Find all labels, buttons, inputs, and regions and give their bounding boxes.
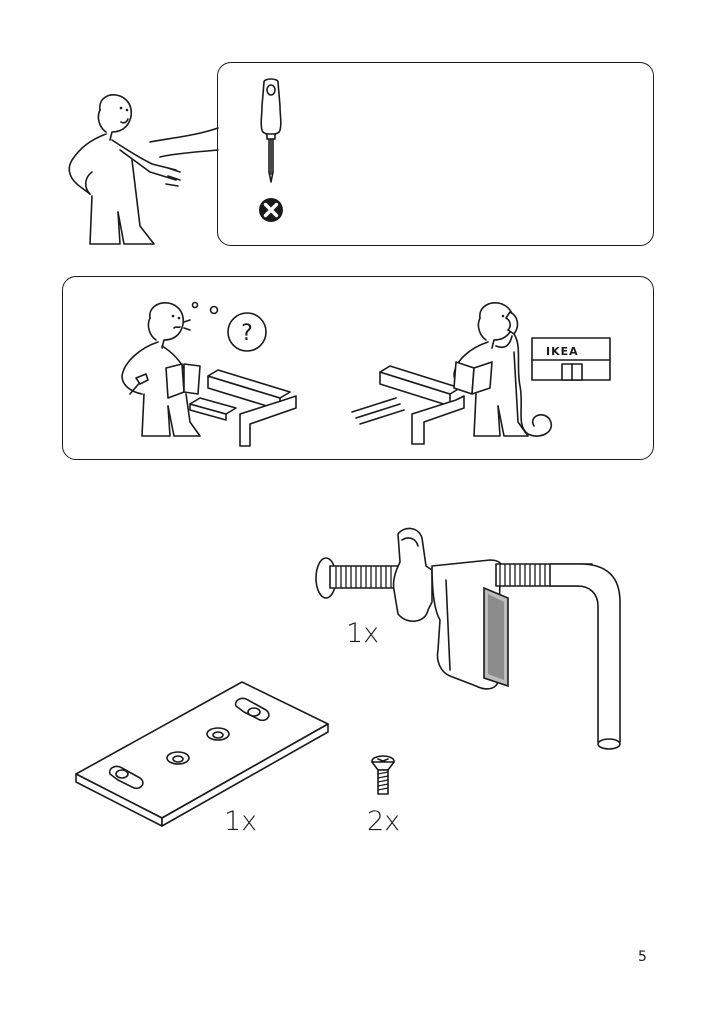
help-panel [62, 276, 654, 460]
question-bubble-icon: ? [241, 321, 253, 346]
screw-quantity: 2x [367, 806, 401, 837]
clamp-part [315, 527, 621, 750]
clamp-quantity: 1x [346, 618, 380, 649]
svg-text:?: ? [241, 321, 253, 346]
mounting-plate-part [75, 681, 329, 827]
page-number: 5 [638, 949, 647, 965]
confused-figure [121, 301, 297, 447]
screwdriver-icon [260, 78, 282, 183]
cross-circle-icon [259, 198, 283, 222]
tools-panel [217, 62, 654, 246]
store-sign: IKEA [546, 345, 579, 358]
plate-quantity: 1x [224, 806, 258, 837]
instructor-figure [68, 94, 219, 245]
screw-part [371, 755, 395, 795]
calling-figure [351, 302, 611, 445]
